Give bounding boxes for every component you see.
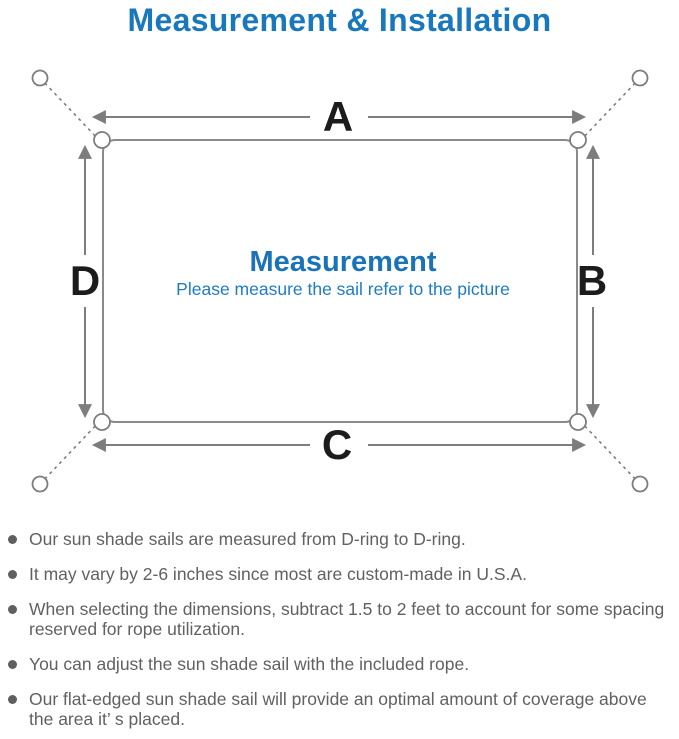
- dimension-label-c: C: [322, 421, 352, 468]
- sun-shade-sail-outline: [102, 139, 578, 423]
- rope-top-left-line: [39, 77, 101, 142]
- d-ring-bottom-right-icon: [569, 413, 587, 431]
- dimension-label-b: B: [577, 257, 607, 304]
- diagram-center-subtitle: Please measure the sail refer to the pic…: [176, 279, 510, 299]
- bullet-dot-icon: [8, 535, 17, 544]
- notes-list: Our sun shade sails are measured from D-…: [6, 529, 668, 739]
- anchor-point-top-right-icon: [631, 69, 649, 87]
- bullet-dot-icon: [8, 695, 17, 704]
- note-text: When selecting the dimensions, subtract …: [29, 599, 665, 639]
- anchor-point-top-left-icon: [31, 69, 49, 87]
- note-text: Our flat-edged sun shade sail will provi…: [29, 689, 647, 729]
- rope-top-right-line: [579, 77, 641, 142]
- dimension-label-a: A: [323, 93, 353, 140]
- note-text: It may vary by 2-6 inches since most are…: [29, 564, 527, 584]
- list-item: It may vary by 2-6 inches since most are…: [6, 564, 668, 584]
- diagram-center-title: Measurement: [250, 246, 437, 278]
- bullet-dot-icon: [8, 660, 17, 669]
- d-ring-top-right-icon: [569, 131, 587, 149]
- rope-bottom-right-line: [579, 420, 641, 485]
- rope-bottom-left-line: [39, 420, 101, 485]
- measurement-diagram: A C D B Measurement Please measure the s…: [31, 69, 649, 493]
- d-ring-bottom-left-icon: [93, 413, 111, 431]
- list-item: Our sun shade sails are measured from D-…: [6, 529, 668, 549]
- bullet-dot-icon: [8, 605, 17, 614]
- d-ring-top-left-icon: [93, 131, 111, 149]
- bullet-dot-icon: [8, 570, 17, 579]
- anchor-point-bottom-right-icon: [631, 475, 649, 493]
- page-title: Measurement & Installation: [127, 2, 552, 38]
- list-item: When selecting the dimensions, subtract …: [6, 599, 668, 639]
- note-text: Our sun shade sails are measured from D-…: [29, 529, 466, 549]
- list-item: Our flat-edged sun shade sail will provi…: [6, 689, 668, 729]
- note-text: You can adjust the sun shade sail with t…: [29, 654, 470, 674]
- anchor-point-bottom-left-icon: [31, 475, 49, 493]
- list-item: You can adjust the sun shade sail with t…: [6, 654, 668, 674]
- dimension-label-d: D: [70, 257, 100, 304]
